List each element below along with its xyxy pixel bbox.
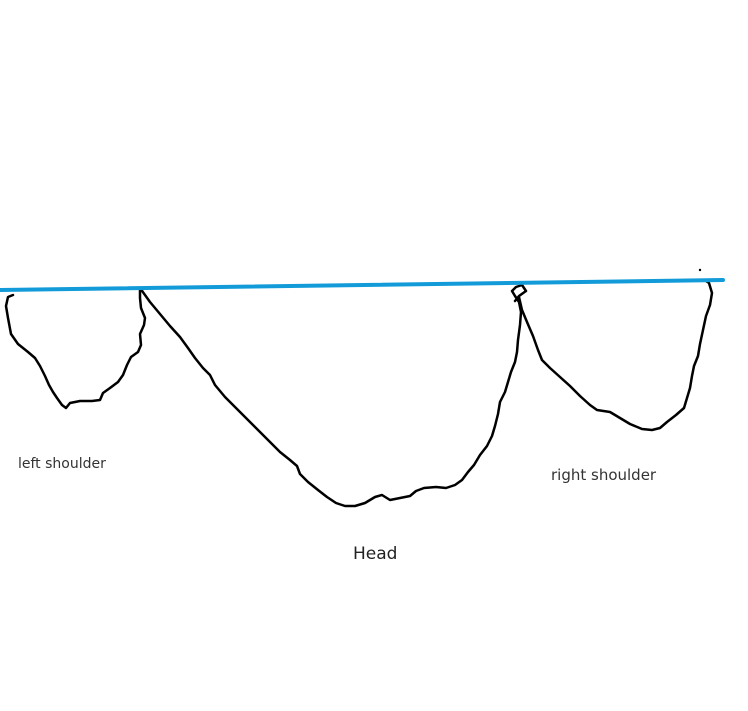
head-curve (138, 283, 528, 508)
neckline (0, 278, 725, 292)
head-label: Head (353, 544, 398, 564)
left-shoulder-label: left shoulder (18, 456, 106, 472)
right-shoulder-curve (517, 279, 714, 432)
left-shoulder-curve (4, 286, 147, 410)
right-shoulder-label: right shoulder (551, 466, 657, 484)
stray-dot (698, 268, 702, 272)
